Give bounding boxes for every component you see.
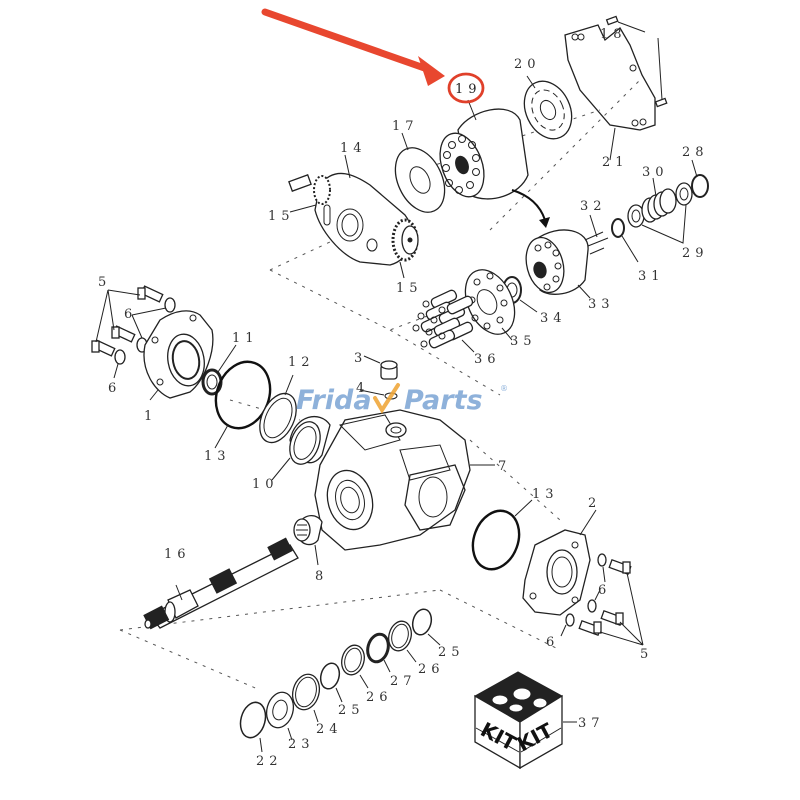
label-32: 32	[580, 199, 607, 214]
label-8: 8	[315, 569, 328, 584]
part-10-bearing	[271, 416, 331, 481]
label-19: 19	[455, 82, 482, 97]
label-14: 14	[340, 141, 367, 156]
part-26-washer-b	[388, 620, 417, 663]
label-1: 1	[144, 409, 157, 424]
part-13-o-ring-right	[471, 499, 533, 571]
part-7-pump-housing	[314, 409, 495, 551]
label-15a: 15	[268, 209, 295, 224]
part-5-bolts-right	[578, 558, 644, 646]
part-23-washer	[265, 691, 295, 741]
part-30-spring	[641, 177, 677, 223]
part-11-shaft-seal	[201, 344, 237, 396]
label-24: 24	[316, 722, 343, 737]
label-13-left: 13	[204, 449, 231, 464]
part-12-snap-ring	[259, 374, 297, 444]
label-18: 18	[600, 27, 627, 42]
label-25a: 25	[338, 703, 365, 718]
label-22: 22	[256, 754, 283, 769]
label-28: 28	[682, 145, 709, 160]
part-2-end-cover	[522, 509, 597, 616]
label-27: 27	[390, 674, 417, 689]
label-5-left: 5	[98, 275, 111, 290]
label-10: 10	[252, 477, 279, 492]
watermark-text-b: Parts	[404, 385, 483, 416]
part-6-washers-right	[560, 553, 607, 637]
part-19-cylinder-block	[439, 99, 529, 200]
label-35: 35	[510, 334, 537, 349]
label-6-left-bottom: 6	[108, 381, 121, 396]
label-17: 17	[392, 119, 419, 134]
label-26b: 26	[418, 662, 445, 677]
part-8-needle-bearing	[293, 514, 323, 566]
part-22-snap-ring	[239, 701, 267, 753]
flow-arrow	[511, 189, 550, 228]
part-32-pins	[584, 214, 609, 255]
part-37-kit-box: KIT KIT	[473, 671, 577, 770]
part-28-snap-ring	[691, 159, 709, 198]
part-27-seal-ring	[366, 632, 391, 673]
label-25b: 25	[438, 645, 465, 660]
part-5-bolts-left	[91, 285, 164, 357]
part-31-retainer	[611, 218, 639, 263]
part-29-washers	[627, 182, 693, 244]
label-36: 36	[474, 352, 501, 367]
label-2: 2	[588, 496, 601, 511]
highlight-arrow	[261, 8, 445, 86]
label-31: 31	[638, 269, 665, 284]
registered-mark: ®	[500, 384, 508, 393]
label-29: 29	[682, 246, 709, 261]
part-26-washer-a	[341, 644, 369, 689]
label-20: 20	[514, 57, 541, 72]
watermark-logo: Frida Parts ®	[296, 383, 508, 416]
part-15-taper-bearing-right	[391, 218, 419, 279]
label-12: 12	[288, 355, 315, 370]
part-3-plug	[363, 355, 398, 380]
part-1-end-cover	[143, 310, 214, 401]
label-4: 4	[356, 381, 369, 396]
label-30: 30	[642, 165, 669, 180]
part-16-drive-shaft	[143, 537, 299, 630]
part-24-shim	[291, 673, 321, 723]
part-number-labels: 18 20 19 17 14 21 28 30 32 15 29 31 15 5…	[98, 27, 709, 769]
label-15b: 15	[396, 281, 423, 296]
label-7: 7	[498, 459, 511, 474]
watermark-text-a: Frida	[296, 385, 372, 416]
label-5-right: 5	[640, 647, 653, 662]
label-34: 34	[540, 311, 567, 326]
part-35-retainer-plate	[464, 269, 516, 341]
label-6-right-top: 6	[598, 583, 611, 598]
label-13-right: 13	[532, 487, 559, 502]
label-16: 16	[164, 547, 191, 562]
part-21-gasket	[564, 24, 656, 161]
part-20-valve-plate	[523, 75, 573, 140]
label-11: 11	[232, 331, 259, 346]
part-36-pistons	[412, 289, 475, 353]
part-25-snap-ring-a	[319, 662, 343, 703]
label-3: 3	[354, 351, 367, 366]
label-6-left-top: 6	[124, 307, 137, 322]
highlight-circle	[447, 72, 485, 104]
label-6-right-bottom: 6	[546, 635, 559, 650]
label-21: 21	[602, 155, 629, 170]
label-33: 33	[588, 297, 615, 312]
label-26a: 26	[366, 690, 393, 705]
watermark-check-icon	[373, 383, 400, 414]
part-25-snap-ring-b	[411, 608, 441, 646]
label-37: 37	[578, 716, 605, 731]
label-23: 23	[288, 737, 315, 752]
part-18-dowel-pins	[605, 15, 668, 108]
part-17-swash-washer	[394, 132, 446, 213]
part-15-taper-bearing-left	[288, 174, 331, 213]
part-33-cylinder	[525, 229, 591, 299]
